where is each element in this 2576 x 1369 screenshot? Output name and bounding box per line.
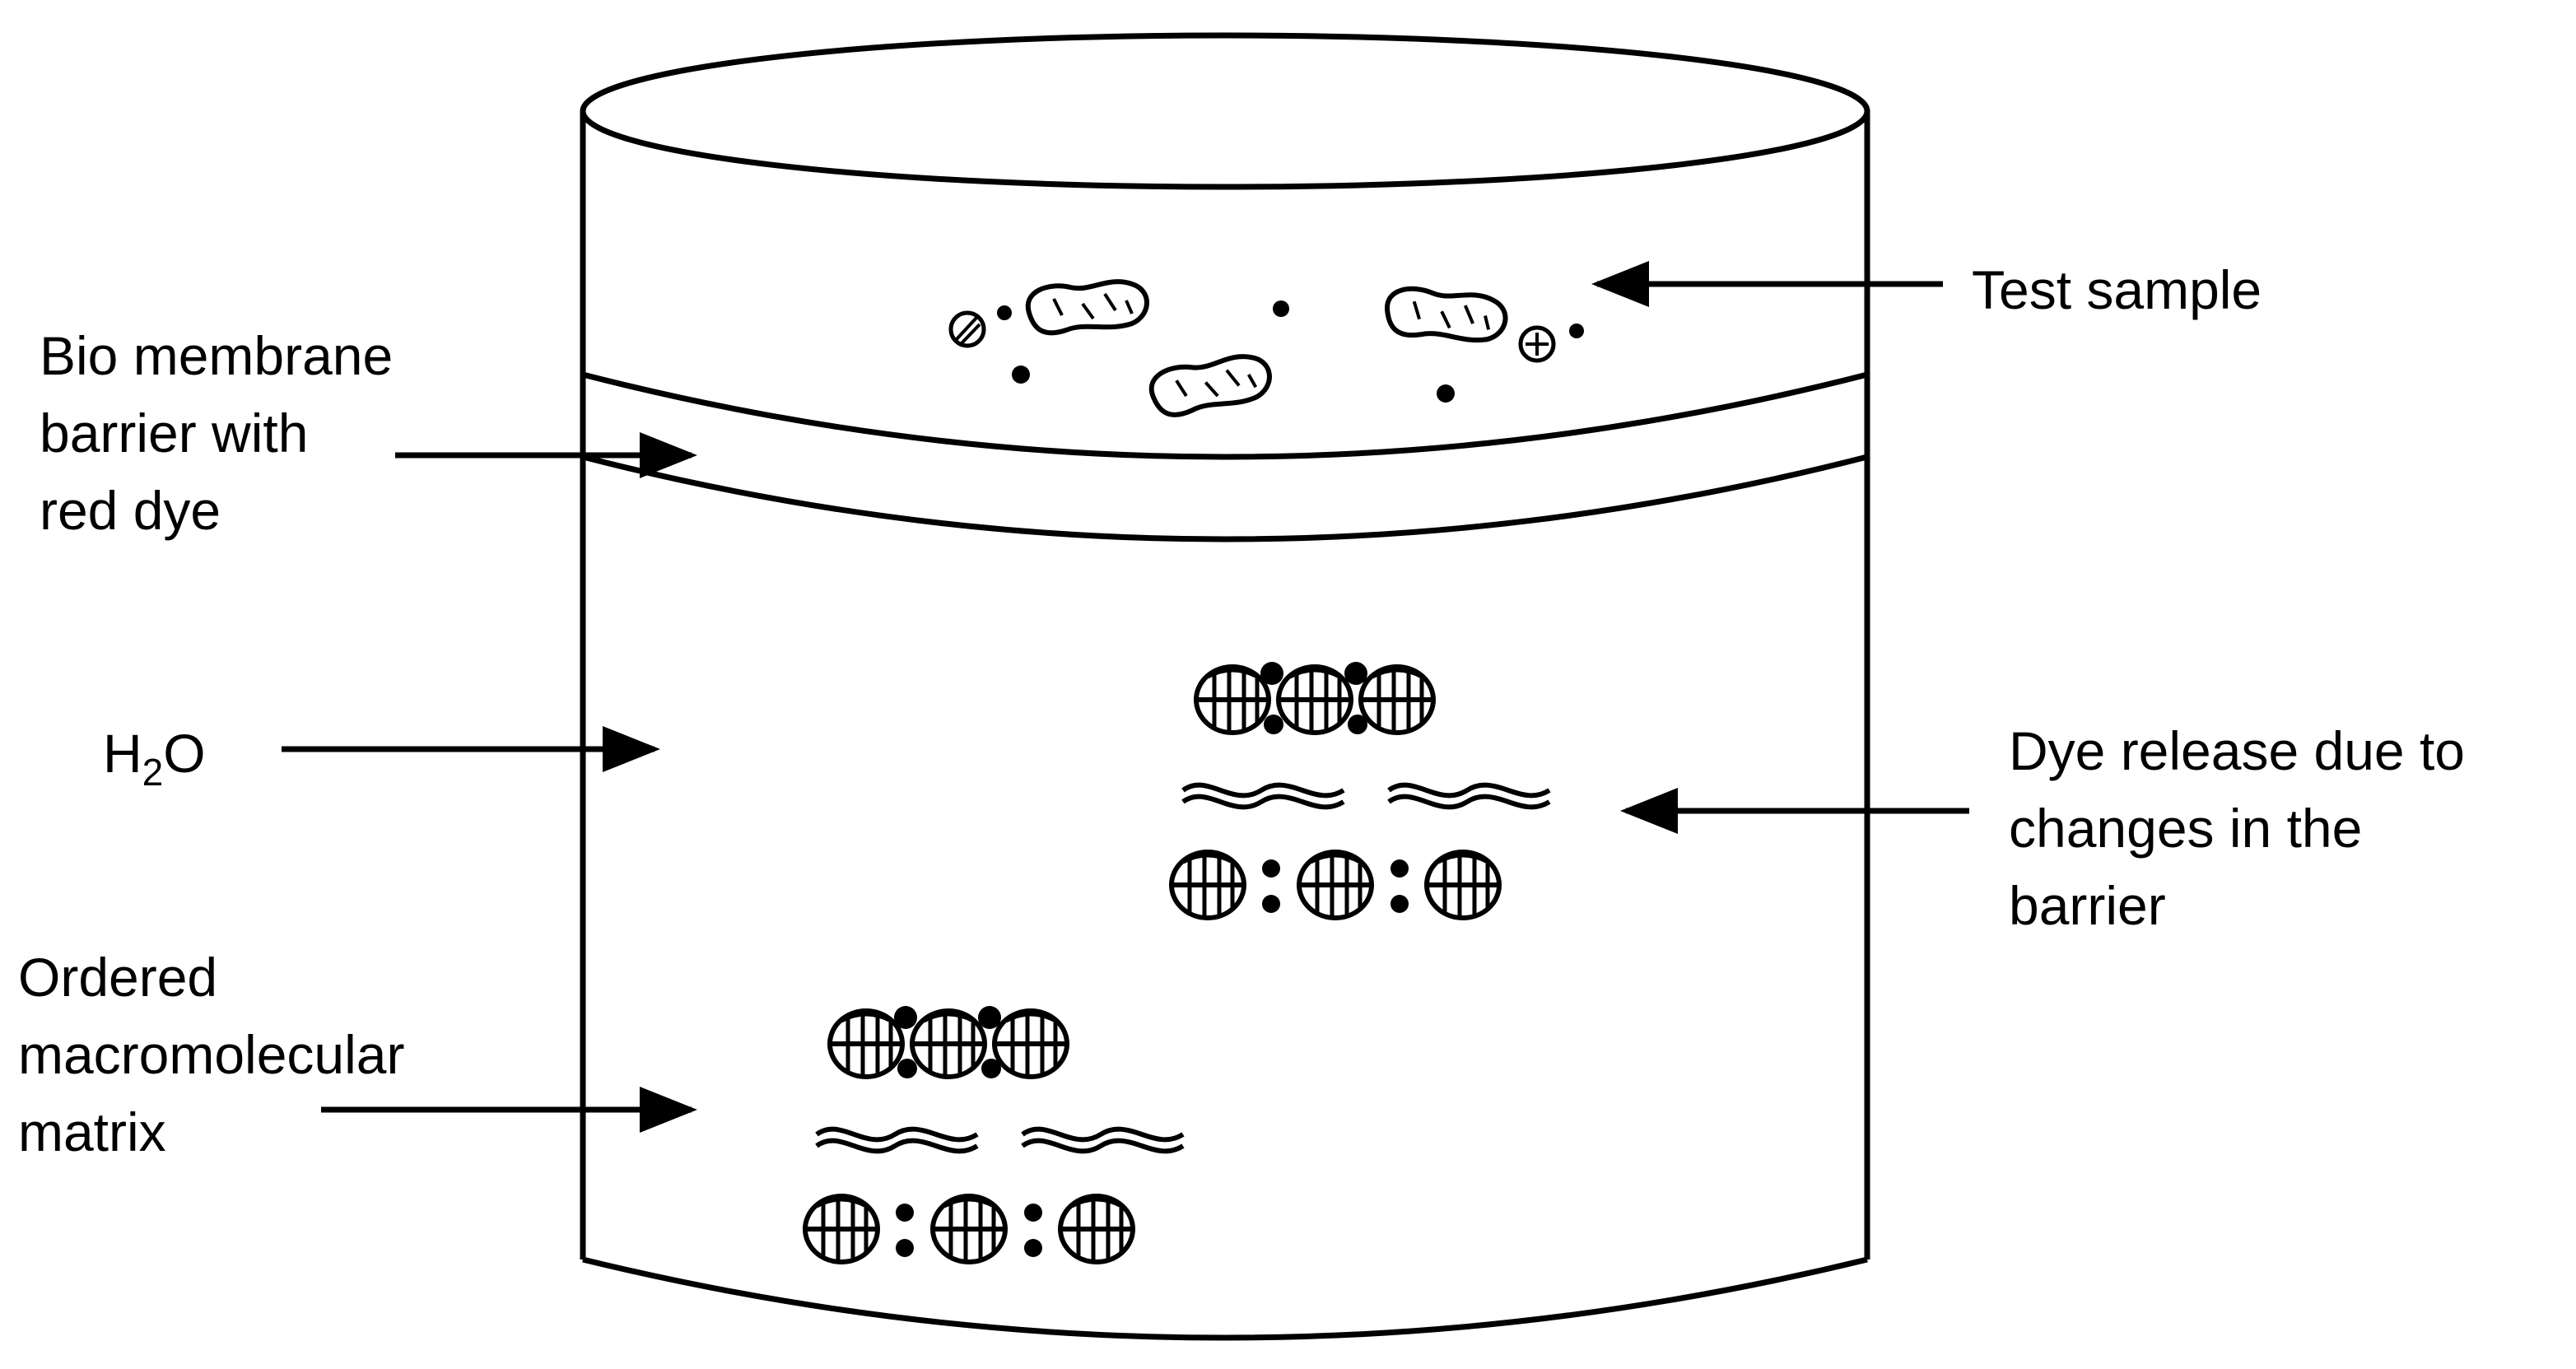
membrane-upper-edge bbox=[582, 371, 1868, 460]
label-line: Bio membrane bbox=[40, 325, 394, 386]
dye-dot-icon bbox=[997, 305, 1012, 320]
label-test-sample: Test sample bbox=[1972, 259, 2262, 320]
label-bio-membrane: Bio membrane barrier with red dye bbox=[40, 317, 393, 549]
macromolecule-cluster-upper-icon bbox=[1172, 662, 1549, 918]
label-line: Dye release due to bbox=[2009, 720, 2466, 781]
cylinder-bottom-rim bbox=[582, 1256, 1868, 1341]
label-line: macromolecular bbox=[18, 1024, 405, 1085]
test-sample-particles bbox=[948, 280, 1584, 417]
membrane-lower-edge bbox=[582, 454, 1868, 542]
dye-dot-icon bbox=[1012, 366, 1030, 384]
label-line: changes in the bbox=[2009, 798, 2363, 859]
cylinder-top-rim bbox=[580, 32, 1870, 190]
cylinder-container bbox=[580, 32, 1870, 1341]
hatched-particle-icon bbox=[948, 310, 986, 348]
macromolecule-cluster-lower-icon bbox=[805, 1006, 1183, 1262]
sample-fragment-icon bbox=[1028, 282, 1147, 333]
sample-fragment-icon bbox=[1149, 354, 1273, 417]
label-line: barrier bbox=[2009, 875, 2166, 936]
dye-dot-icon bbox=[1437, 384, 1455, 403]
label-water: H2O bbox=[103, 723, 206, 794]
label-matrix: Ordered macromolecular matrix bbox=[18, 938, 404, 1171]
hatched-particle-icon bbox=[1518, 325, 1556, 363]
label-line: red dye bbox=[40, 480, 221, 541]
label-line: barrier with bbox=[40, 403, 309, 463]
label-dye-release: Dye release due to changes in the barrie… bbox=[2009, 712, 2465, 944]
dye-dot-icon bbox=[1569, 324, 1584, 338]
label-line: Ordered bbox=[18, 947, 218, 1008]
label-line: matrix bbox=[18, 1101, 166, 1162]
sample-fragment-icon bbox=[1383, 280, 1509, 351]
dye-dot-icon bbox=[1273, 300, 1289, 317]
